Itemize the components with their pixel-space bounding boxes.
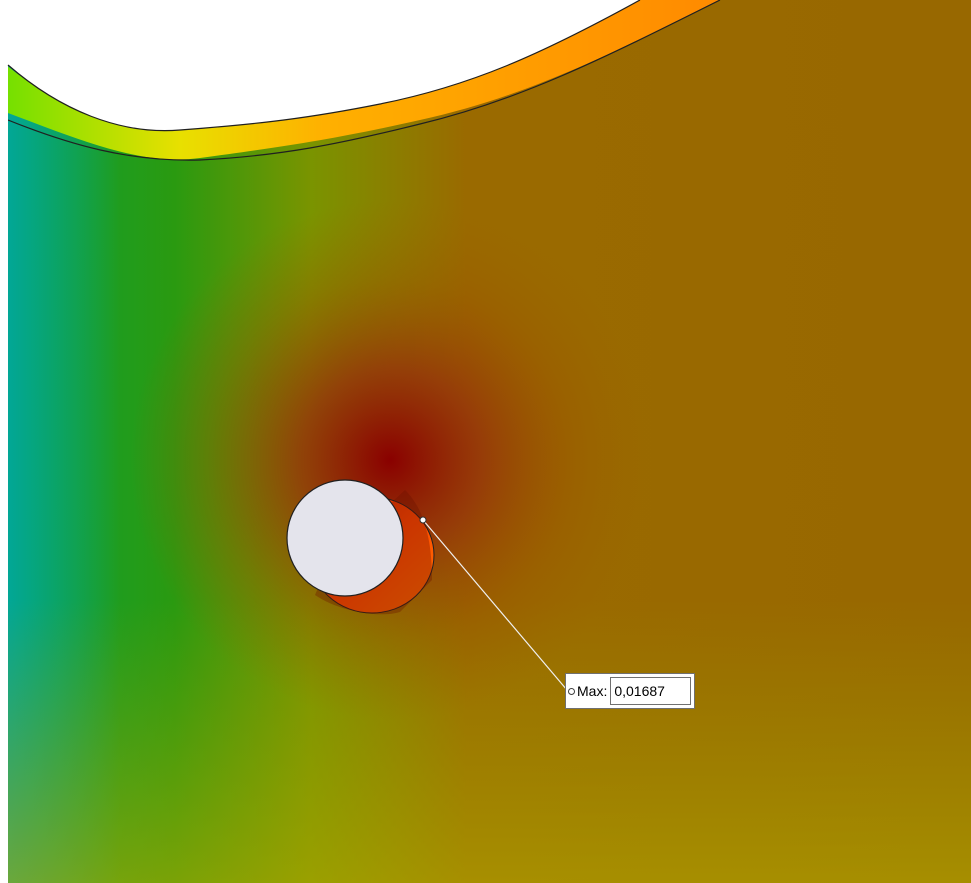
hole-face: [286, 479, 404, 597]
hole-feature[interactable]: [286, 479, 435, 615]
part-edge: [7, 0, 641, 132]
probe-point-icon[interactable]: [419, 516, 427, 524]
probe-leader-line: [422, 519, 568, 691]
max-probe-label[interactable]: Max: 0,01687: [565, 673, 695, 709]
probe-key: Max:: [577, 683, 608, 699]
probe-value: 0,01687: [610, 677, 691, 705]
probe-anchor-icon: [568, 687, 575, 695]
